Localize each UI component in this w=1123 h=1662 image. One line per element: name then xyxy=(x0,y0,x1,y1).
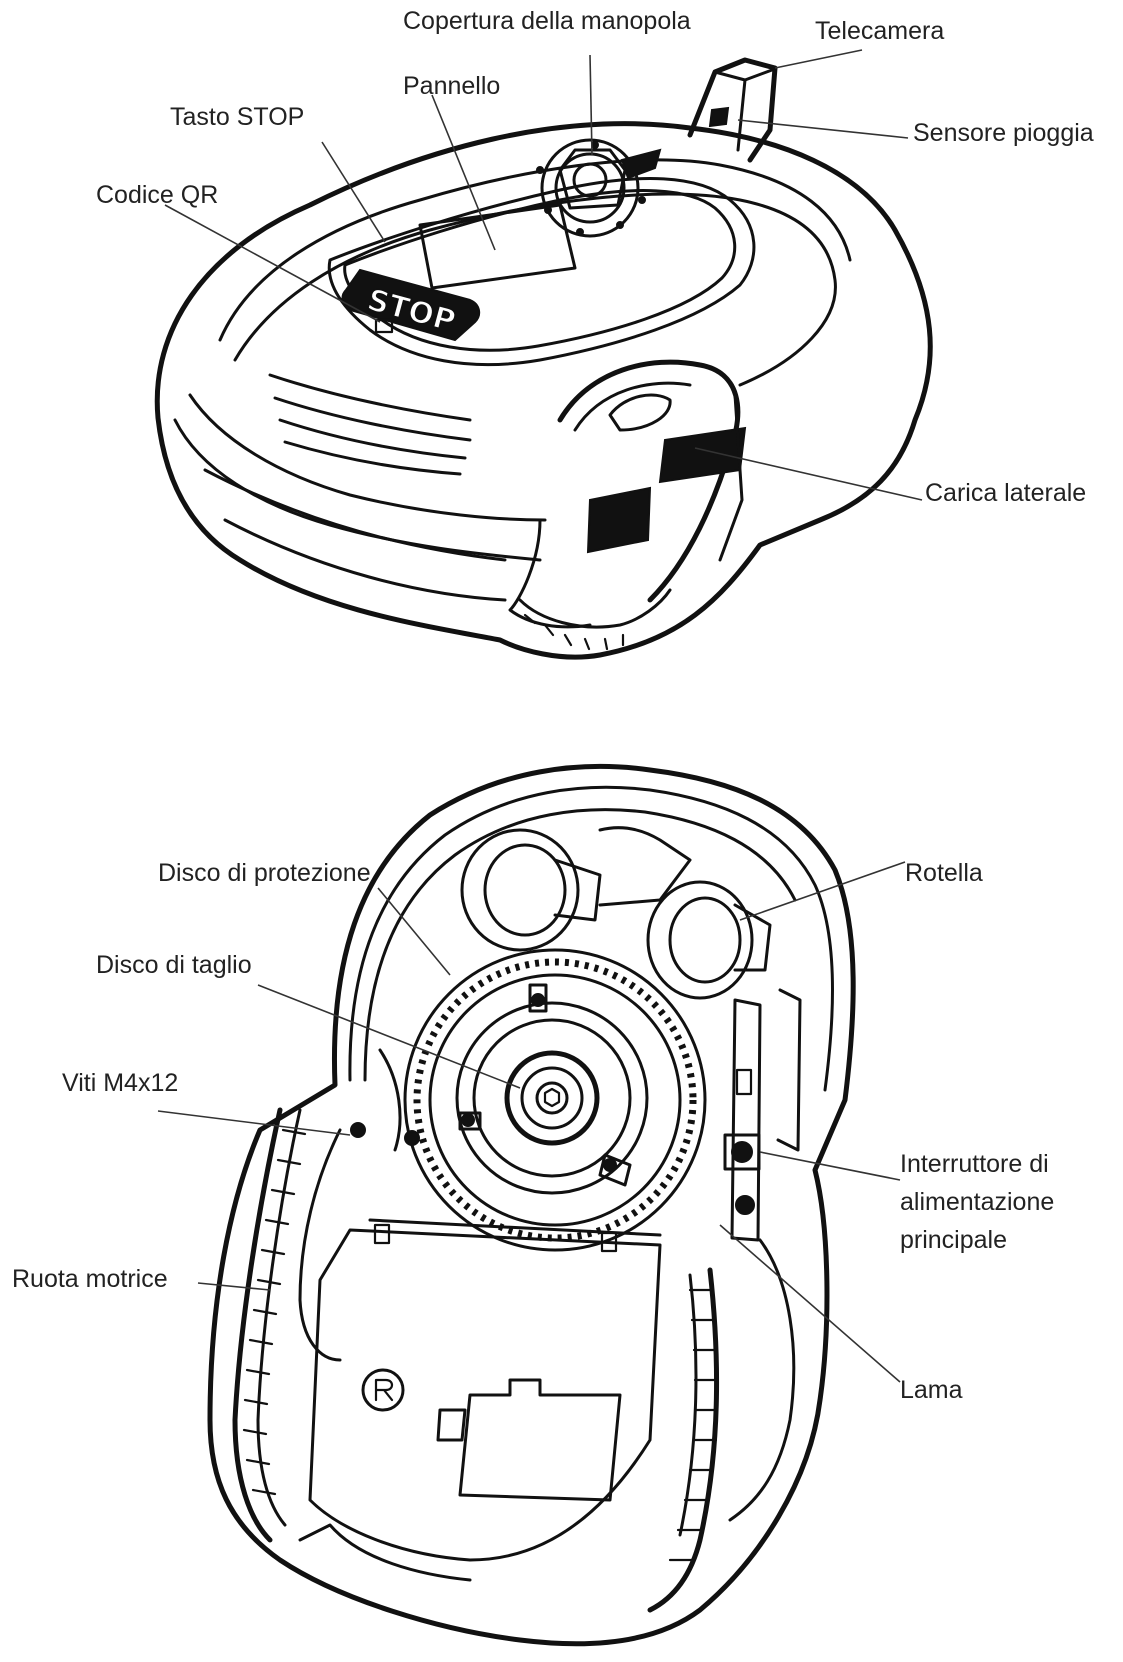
label-knob-cover: Copertura della manopola xyxy=(403,7,691,35)
qr-code-mark xyxy=(374,318,394,334)
label-camera: Telecamera xyxy=(815,17,945,45)
top-view-mower: STOP xyxy=(154,57,933,660)
label-power-switch-line3: principale xyxy=(900,1226,1008,1254)
label-power-switch-line1: Interruttore di xyxy=(900,1150,1049,1178)
knob-cover xyxy=(536,138,662,238)
top-body-outline xyxy=(154,121,933,660)
cutting-disc xyxy=(455,983,649,1195)
panel-rect xyxy=(418,203,577,290)
caster-wheels xyxy=(460,826,772,1000)
label-protection-disc: Disco di protezione xyxy=(158,859,371,887)
bottom-body-outline xyxy=(207,763,856,1647)
screw-left-2 xyxy=(404,1130,420,1146)
label-blade: Lama xyxy=(900,1376,963,1404)
side-charging-wheel xyxy=(508,359,747,651)
drive-wheels xyxy=(232,1107,796,1613)
stop-button: STOP xyxy=(341,268,481,342)
screw-left xyxy=(350,1122,366,1138)
power-switch xyxy=(723,988,802,1242)
label-power-switch-line2: alimentazione xyxy=(900,1188,1055,1216)
camera-mast xyxy=(687,57,778,163)
battery-cover xyxy=(298,1218,662,1582)
label-qr-code: Codice QR xyxy=(96,181,219,209)
label-side-charging: Carica laterale xyxy=(925,479,1087,507)
label-screws: Viti M4x12 xyxy=(62,1069,179,1097)
label-drive-wheel: Ruota motrice xyxy=(12,1265,168,1293)
bottom-view-mower xyxy=(207,763,856,1647)
label-power-switch: Interruttore di alimentazione principale xyxy=(900,1145,1054,1259)
label-caster-wheel: Rotella xyxy=(905,859,983,887)
protection-disc xyxy=(403,948,707,1252)
label-panel: Pannello xyxy=(403,72,501,100)
leader-lines xyxy=(157,49,923,1383)
label-rain-sensor: Sensore pioggia xyxy=(913,119,1094,147)
label-stop-button: Tasto STOP xyxy=(170,103,305,131)
label-cutting-disc: Disco di taglio xyxy=(96,951,252,979)
